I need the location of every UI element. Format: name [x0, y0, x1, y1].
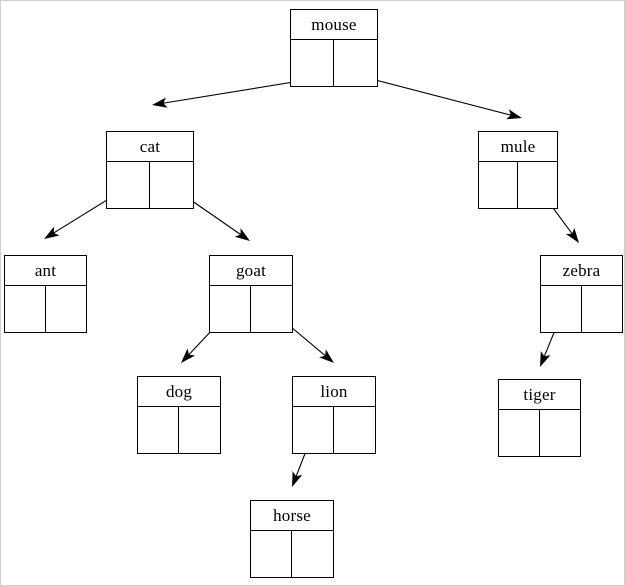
node-label-zebra: zebra	[541, 256, 622, 286]
left-pointer-cell-zebra[interactable]	[541, 286, 582, 332]
node-label-horse: horse	[251, 501, 333, 531]
edge-arrowhead-mouse-left-cat	[152, 97, 168, 108]
edge-arrowhead-zebra-left-tiger	[540, 351, 551, 367]
edge-arrowhead-goat-right-lion	[319, 349, 334, 363]
tree-node-mouse[interactable]: mouse	[290, 9, 378, 87]
left-pointer-cell-lion[interactable]	[293, 407, 334, 453]
node-pointers-ant	[5, 286, 86, 332]
left-pointer-cell-tiger[interactable]	[499, 410, 540, 456]
node-label-mule: mule	[479, 132, 557, 162]
right-pointer-cell-mule[interactable]	[518, 162, 557, 208]
node-pointers-mouse	[291, 40, 377, 86]
right-pointer-cell-dog[interactable]	[179, 407, 220, 453]
tree-node-horse[interactable]: horse	[250, 500, 334, 578]
node-label-ant: ant	[5, 256, 86, 286]
node-pointers-zebra	[541, 286, 622, 332]
node-pointers-horse	[251, 531, 333, 577]
node-pointers-mule	[479, 162, 557, 208]
tree-node-dog[interactable]: dog	[137, 376, 221, 454]
edge-mouse-left-cat	[152, 78, 313, 108]
node-pointers-cat	[107, 162, 193, 208]
left-pointer-cell-dog[interactable]	[138, 407, 179, 453]
left-pointer-cell-horse[interactable]	[251, 531, 292, 577]
tree-node-mule[interactable]: mule	[478, 131, 558, 209]
edge-arrowhead-mouse-right-mule	[506, 109, 522, 120]
node-label-lion: lion	[293, 377, 375, 407]
left-pointer-cell-mouse[interactable]	[291, 40, 334, 86]
edge-arrowhead-mule-right-zebra	[565, 227, 579, 243]
edge-arrowhead-lion-left-horse	[292, 471, 303, 487]
right-pointer-cell-mouse[interactable]	[334, 40, 377, 86]
node-label-mouse: mouse	[291, 10, 377, 40]
node-label-dog: dog	[138, 377, 220, 407]
right-pointer-cell-horse[interactable]	[292, 531, 333, 577]
left-pointer-cell-mule[interactable]	[479, 162, 518, 208]
edge-arrowhead-cat-right-goat	[234, 228, 250, 241]
node-pointers-goat	[210, 286, 292, 332]
tree-node-cat[interactable]: cat	[106, 131, 194, 209]
right-pointer-cell-ant[interactable]	[46, 286, 87, 332]
node-pointers-lion	[293, 407, 375, 453]
node-pointers-tiger	[499, 410, 580, 456]
right-pointer-cell-tiger[interactable]	[540, 410, 581, 456]
right-pointer-cell-cat[interactable]	[150, 162, 193, 208]
tree-node-tiger[interactable]: tiger	[498, 379, 581, 457]
right-pointer-cell-lion[interactable]	[334, 407, 375, 453]
node-pointers-dog	[138, 407, 220, 453]
node-label-tiger: tiger	[499, 380, 580, 410]
right-pointer-cell-zebra[interactable]	[582, 286, 623, 332]
edge-arrowhead-goat-left-dog	[181, 348, 196, 363]
edge-mouse-right-mule	[355, 74, 522, 120]
edge-arrowhead-cat-left-ant	[44, 226, 60, 239]
left-pointer-cell-ant[interactable]	[5, 286, 46, 332]
left-pointer-cell-goat[interactable]	[210, 286, 251, 332]
tree-node-goat[interactable]: goat	[209, 255, 293, 333]
right-pointer-cell-goat[interactable]	[251, 286, 292, 332]
node-label-cat: cat	[107, 132, 193, 162]
tree-node-lion[interactable]: lion	[292, 376, 376, 454]
tree-node-zebra[interactable]: zebra	[540, 255, 623, 333]
edge-line-mouse-right-mule	[355, 74, 512, 116]
left-pointer-cell-cat[interactable]	[107, 162, 150, 208]
tree-node-ant[interactable]: ant	[4, 255, 87, 333]
node-label-goat: goat	[210, 256, 292, 286]
